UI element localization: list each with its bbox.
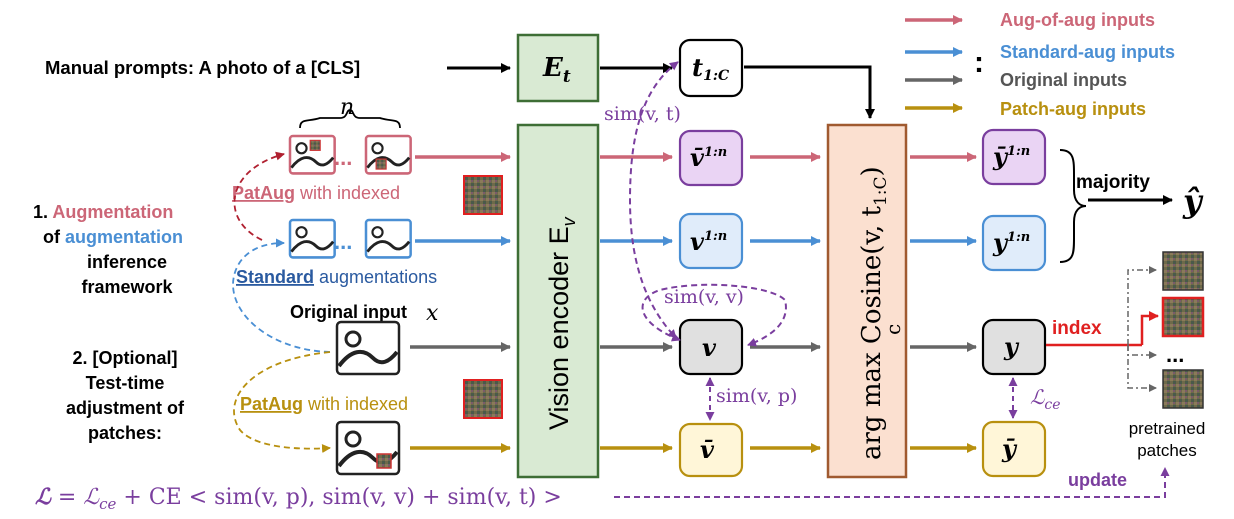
pretrained-line1: pretrained bbox=[1129, 419, 1206, 438]
legend-label-aug-of-aug: Aug-of-aug inputs bbox=[1000, 10, 1155, 30]
bank-link-4 bbox=[1127, 345, 1157, 392]
n-label: n bbox=[340, 95, 354, 120]
similarity-arrows: sim(v, t) sim(v, v) sim(v, p) ℒce bbox=[604, 61, 1061, 421]
source-arrows bbox=[232, 151, 331, 454]
loss-text: ℒ = ℒce + CE < sim(v, p), sim(v, v) + si… bbox=[35, 484, 562, 513]
node-y-n-label: y1:n bbox=[992, 228, 1030, 257]
majority-brace bbox=[1059, 149, 1087, 263]
pretrained-patch-1 bbox=[1162, 251, 1204, 291]
original-input-var: x bbox=[426, 301, 439, 326]
dashed-to-aug bbox=[233, 151, 285, 241]
legend: Aug-of-aug inputs Standard-aug inputs Or… bbox=[905, 10, 1175, 119]
row-standard: ... Standard augmentations v1:n y1:n bbox=[236, 212, 1047, 287]
y-hat: ŷ bbox=[1182, 182, 1204, 220]
vision-encoder-box bbox=[516, 123, 600, 479]
pretrained-patch-2 bbox=[1161, 296, 1205, 338]
sim-vt-arrow bbox=[628, 61, 679, 339]
original-image bbox=[335, 320, 401, 376]
bank-link-3 bbox=[1127, 345, 1157, 359]
left-text: 1. Augmentation of augmentation inferenc… bbox=[33, 202, 185, 443]
aug-title-line3: inference bbox=[87, 252, 167, 272]
sim-vv-label: sim(v, v) bbox=[664, 286, 744, 308]
node-v-n-label: v1:n bbox=[690, 227, 727, 256]
node-y-bar bbox=[981, 420, 1047, 478]
n-brace bbox=[299, 109, 401, 129]
standard-aug-label: Standard augmentations bbox=[236, 267, 437, 287]
dashed-to-standard bbox=[232, 238, 331, 353]
node-v-label: v bbox=[702, 333, 717, 362]
pretrained-patch-4 bbox=[1162, 369, 1204, 409]
opt-title-line4: patches: bbox=[88, 423, 162, 443]
original-input-label: Original input bbox=[290, 302, 407, 322]
aug-image-n bbox=[364, 134, 412, 175]
update-arrow bbox=[614, 467, 1170, 498]
node-y-n bbox=[981, 214, 1047, 272]
dashed-to-patch bbox=[233, 351, 331, 454]
index-arrow bbox=[1140, 311, 1159, 345]
cosine-under-label: c bbox=[881, 324, 905, 335]
t-to-cosine-arrow bbox=[744, 65, 875, 119]
node-v-n bbox=[678, 212, 744, 270]
legend-label-original: Original inputs bbox=[1000, 70, 1127, 90]
majority-label: majority bbox=[1076, 172, 1150, 193]
node-t bbox=[678, 38, 744, 98]
index-label: index bbox=[1052, 318, 1102, 339]
legend-colon: : bbox=[974, 46, 984, 79]
node-y-bar-n-label: ȳ1:n bbox=[992, 142, 1030, 171]
aug-ellipsis: ... bbox=[334, 145, 352, 170]
sim-vv-arrow bbox=[641, 283, 787, 347]
std-ellipsis: ... bbox=[334, 229, 352, 254]
row-patch: PatAug with indexed v̄ ȳ bbox=[240, 379, 1047, 478]
std-image-1 bbox=[288, 218, 336, 259]
node-v-bar bbox=[678, 422, 744, 478]
opt-title-line2: Test-time bbox=[86, 373, 165, 393]
text-encoder-label: Et bbox=[542, 53, 571, 87]
loss-equation: ℒ = ℒce + CE < sim(v, p), sim(v, v) + si… bbox=[35, 467, 1170, 513]
legend-label-patch: Patch-aug inputs bbox=[1000, 99, 1146, 119]
opt-title-line3: adjustment of bbox=[66, 398, 185, 418]
patch-thumb-bottom bbox=[463, 379, 503, 419]
node-v-bar-n bbox=[678, 129, 744, 187]
node-v-bar-n-label: v̄1:n bbox=[690, 143, 727, 172]
vision-encoder-label: Vision encoder Ev bbox=[544, 216, 579, 430]
row-original: Original input x v y bbox=[290, 301, 1047, 376]
manual-prompt-label: Manual prompts: A photo of a [CLS] bbox=[45, 57, 360, 78]
sim-vt-label: sim(v, t) bbox=[604, 103, 681, 125]
aug-title-line4: framework bbox=[81, 277, 173, 297]
patch-thumb-top bbox=[463, 175, 503, 215]
aug-title-line1: 1. Augmentation bbox=[33, 202, 173, 222]
opt-title-line1: 2. [Optional] bbox=[73, 348, 178, 368]
row-aug-of-aug: n ... PatAug with indexed v̄1:n ȳ1:n bbox=[232, 95, 1047, 215]
cosine-box bbox=[826, 123, 908, 479]
sim-vp-label: sim(v, p) bbox=[716, 385, 797, 407]
std-image-n bbox=[364, 218, 412, 259]
node-y bbox=[981, 318, 1047, 376]
pataug-top-label: PatAug with indexed bbox=[232, 183, 400, 203]
node-y-label: y bbox=[1003, 332, 1020, 361]
update-label: update bbox=[1068, 470, 1127, 490]
pataug-bottom-label: PatAug with indexed bbox=[240, 394, 408, 414]
patch-bank: index ... pretrained patches bbox=[1046, 251, 1206, 460]
node-t-label: t1:C bbox=[692, 53, 729, 84]
pretrained-line2: patches bbox=[1137, 441, 1197, 460]
node-v-bar-label: v̄ bbox=[700, 435, 715, 464]
bank-ellipsis: ... bbox=[1166, 342, 1184, 367]
node-y-bar-label: ȳ bbox=[1001, 434, 1018, 463]
lce-label: ℒce bbox=[1030, 385, 1061, 413]
aug-image-1 bbox=[288, 134, 336, 175]
node-y-bar-n bbox=[981, 128, 1047, 186]
cosine-label: arg max Cosine(v, t1:C) bbox=[857, 166, 891, 460]
aug-title-line2: of augmentation bbox=[43, 227, 183, 247]
legend-label-standard: Standard-aug inputs bbox=[1000, 42, 1175, 62]
patch-aug-image bbox=[335, 420, 401, 476]
text-encoder-box bbox=[516, 33, 600, 103]
bank-link-1 bbox=[1127, 266, 1157, 345]
